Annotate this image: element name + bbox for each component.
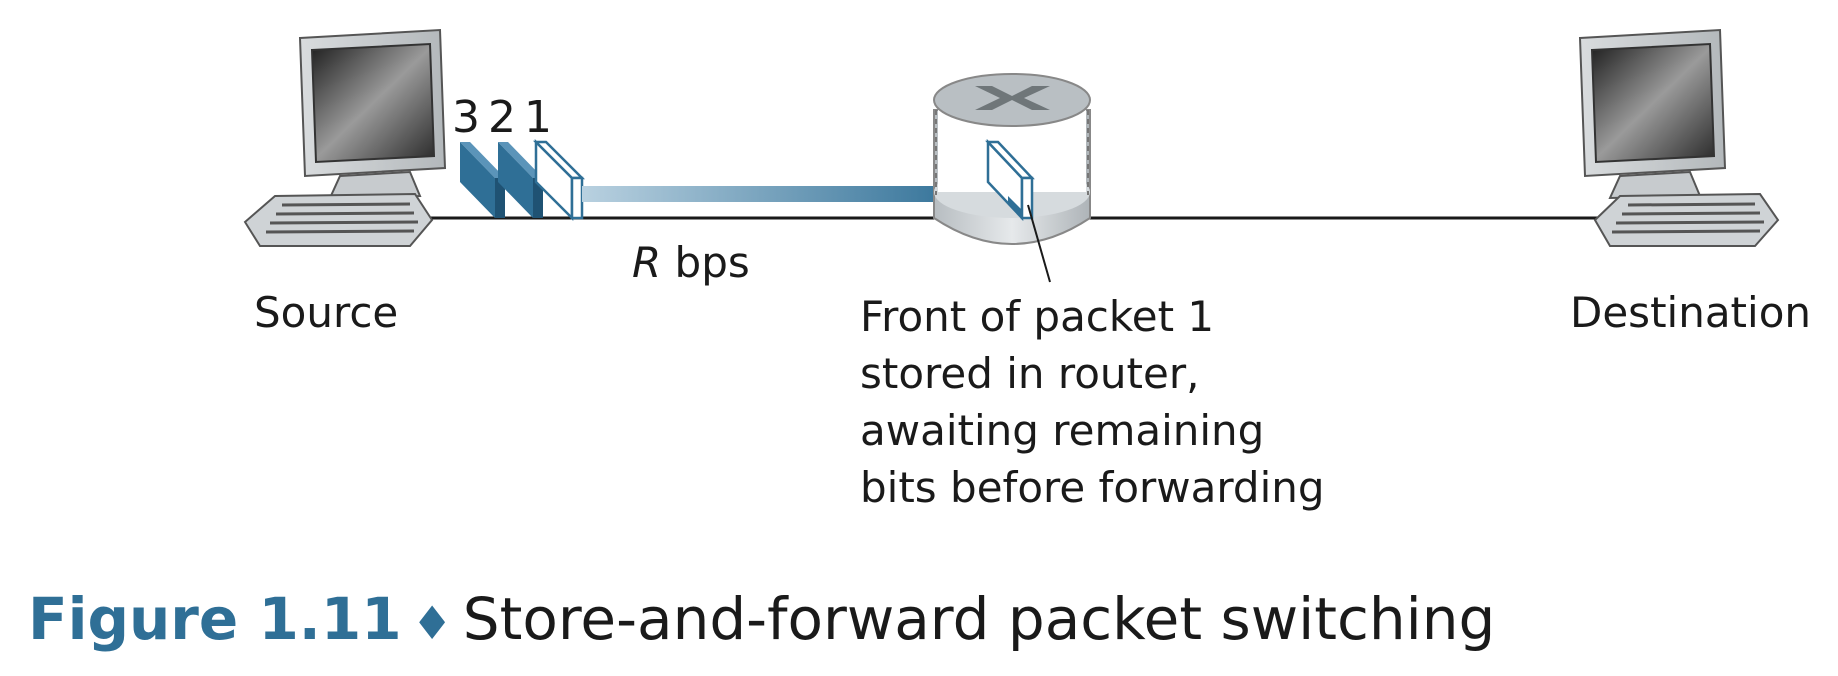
router-note-line-4: bits before forwarding [860,463,1325,512]
store-and-forward-diagram [243,28,1780,283]
source-computer-icon [243,28,447,247]
router-note-leader [1027,204,1051,283]
figure-title: Store-and-forward packet switching [462,585,1496,653]
packet-label-2: 2 [488,92,516,143]
packet-label-1: 1 [524,92,552,143]
caption-separator-icon: ♦ [411,596,453,650]
packet-3 [460,142,505,218]
router-note: Front of packet 1 stored in router, awai… [860,288,1325,516]
router-note-line-3: awaiting remaining [860,406,1265,455]
source-label: Source [254,288,399,337]
stored-packet-front [985,138,1035,222]
link-rate-label: R bps [632,238,750,287]
router-note-line-1: Front of packet 1 [860,292,1215,341]
destination-label: Destination [1570,288,1812,337]
stored-packet-front-shade [1008,196,1022,218]
link-rate-symbol: R [632,238,662,287]
packet-1 [532,138,586,222]
destination-computer-icon [1578,28,1780,247]
figure-number: Figure 1.11 [28,585,402,653]
figure-caption: Figure 1.11♦Store-and-forward packet swi… [28,585,1495,653]
packet-2 [498,142,543,218]
link-rate-unit: bps [674,238,750,287]
router-note-line-2: stored in router, [860,349,1200,398]
packet-label-3: 3 [452,92,480,143]
